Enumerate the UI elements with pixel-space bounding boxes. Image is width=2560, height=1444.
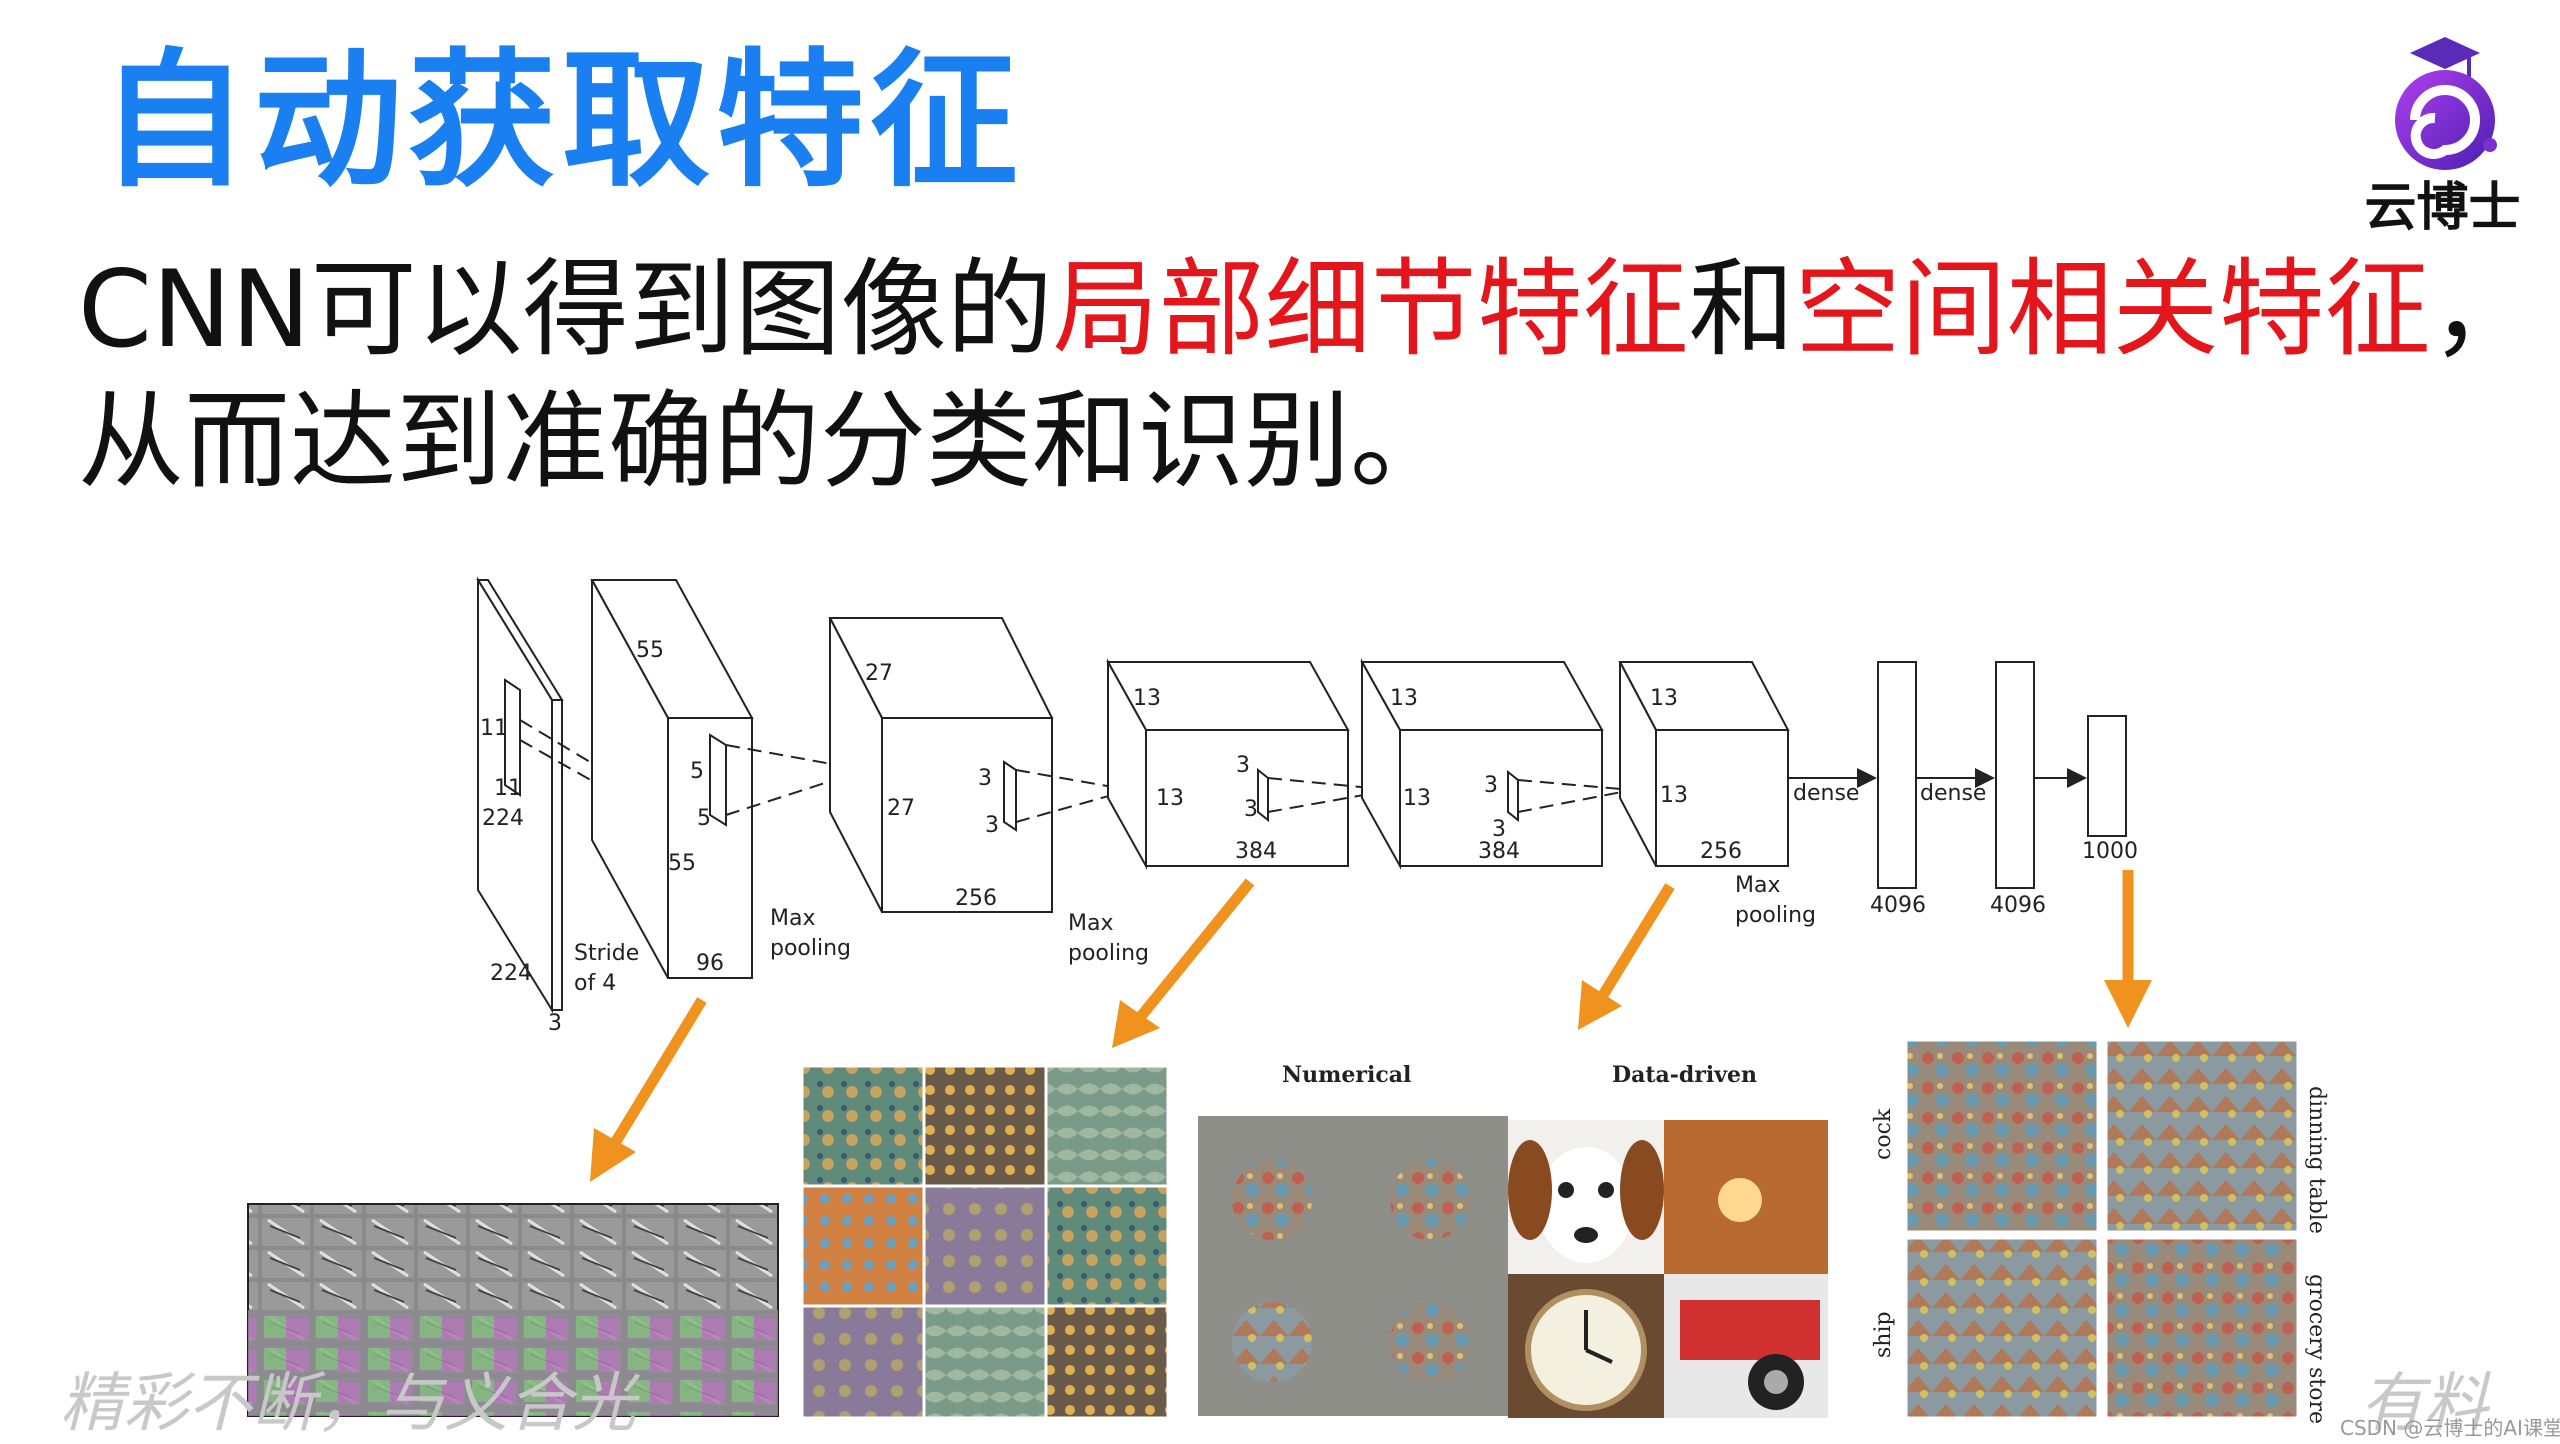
conv5-side-label: 13 [1660, 783, 1688, 808]
class-visualization-panel [1904, 1038, 2300, 1420]
logo-icon [2395, 37, 2497, 170]
orange-arrows [590, 870, 2152, 1182]
conv4-side-label: 13 [1403, 786, 1431, 811]
numerical-label: Numerical [1282, 1062, 1411, 1088]
grocery-store-label: grocery store [2304, 1274, 2329, 1424]
conv4-kernel-a: 3 [1484, 773, 1498, 798]
dense-layers [1788, 661, 2127, 889]
input-kernel2-label: 11 [494, 776, 522, 801]
dense2-size: 4096 [1990, 893, 2046, 918]
dining-table-label: dinning table [2304, 1086, 2329, 1234]
footer-slogan-right: 有料 [2360, 1367, 2488, 1441]
input-d-label: 3 [548, 1011, 562, 1036]
conv3-kernel-a: 3 [1236, 753, 1250, 778]
conv4-top-label: 13 [1390, 686, 1418, 711]
conv2-kernel-a: 3 [978, 766, 992, 791]
conv2-depth-label: 256 [955, 886, 997, 911]
conv3-side-label: 13 [1156, 786, 1184, 811]
conv5-depth-label: 256 [1700, 839, 1742, 864]
input-h-label: 224 [482, 806, 524, 831]
conv1-block [590, 579, 866, 979]
body-line-2: 从而达到准确的分类和识别。 [78, 380, 1456, 503]
conv1-depth-label: 96 [696, 951, 724, 976]
output-size: 1000 [2082, 839, 2138, 864]
conv1-kernel-b: 5 [697, 806, 711, 831]
conv3-block [1106, 658, 1393, 870]
conv4-kernel-b: 3 [1492, 817, 1506, 842]
conv2-block [828, 617, 1131, 913]
conv2-top-label: 27 [865, 661, 893, 686]
logo-text: 云博士 [2364, 178, 2521, 238]
highlight-local-features: 局部细节特征 [1052, 248, 1689, 371]
filters-panel [247, 1203, 779, 1417]
watermark: CSDN @云博士的AI课堂 [2340, 1416, 2560, 1440]
numerical-panel [1198, 1116, 1508, 1416]
page-title: 自动获取特征 [100, 35, 1024, 207]
body-line-1: CNN可以得到图像的局部细节特征和空间相关特征， [78, 246, 2537, 373]
body-text: CNN可以得到图像的 [78, 248, 1053, 371]
data-driven-label: Data-driven [1612, 1062, 1757, 1088]
cock-label: cock [1871, 1108, 1896, 1160]
conv5-top-label: 13 [1650, 686, 1678, 711]
body-text: 和 [1688, 248, 1795, 371]
input-layer [476, 576, 641, 1014]
ship-label: ship [1871, 1311, 1896, 1358]
dense1-size: 4096 [1870, 893, 1926, 918]
conv5-block [1618, 661, 1790, 867]
conv3-depth-label: 384 [1235, 839, 1277, 864]
dense2-label: dense [1920, 781, 1986, 806]
footer-slogan: 精彩不断，与义合光 [60, 1367, 636, 1441]
texture-panel [800, 1064, 1170, 1420]
conv2-side-label: 27 [887, 796, 915, 821]
conv4-block [1360, 658, 1633, 870]
conv2-kernel-b: 3 [985, 813, 999, 838]
input-w-label: 224 [490, 961, 532, 986]
highlight-spatial-features: 空间相关特征 [1794, 248, 2431, 371]
conv1-kernel-a: 5 [690, 759, 704, 784]
conv3-top-label: 13 [1133, 686, 1161, 711]
conv1-top-label: 55 [636, 638, 664, 663]
conv1-side-label: 55 [668, 851, 696, 876]
body-text: ， [2430, 248, 2537, 371]
conv4-depth-label: 384 [1478, 839, 1520, 864]
dense1-label: dense [1793, 781, 1859, 806]
data-driven-panel [1508, 1120, 1828, 1418]
input-kernel-label: 11 [480, 716, 508, 741]
conv3-kernel-b: 3 [1244, 797, 1258, 822]
